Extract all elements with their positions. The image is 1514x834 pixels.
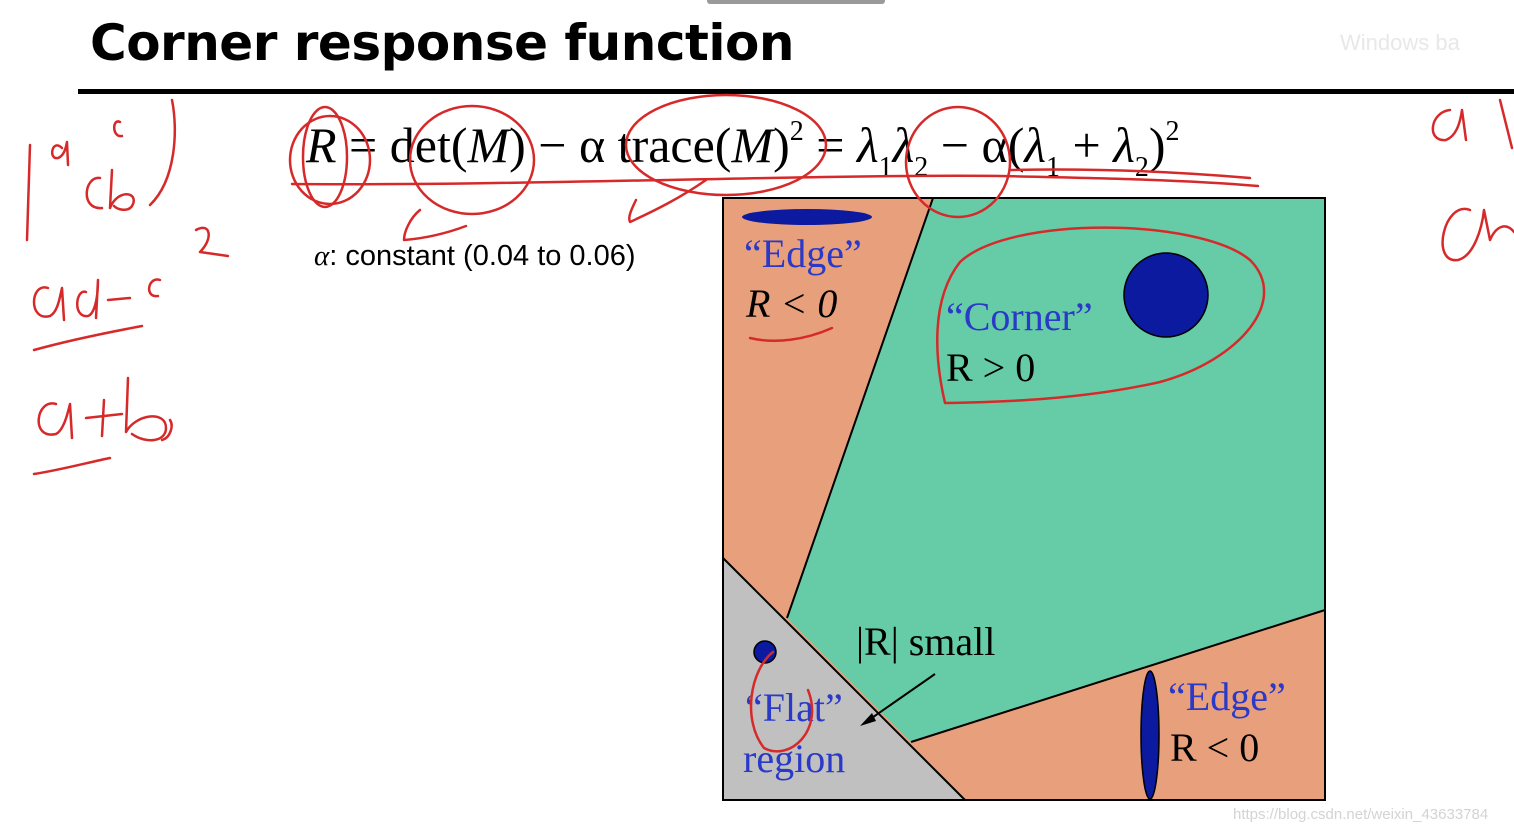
edge-bottom-label: “Edge” bbox=[1168, 674, 1286, 719]
ink-a-plus-b bbox=[37, 376, 173, 442]
formula-exp1: 2 bbox=[789, 116, 804, 147]
boundary-line-flat bbox=[722, 557, 966, 801]
ink-underline-r-lt-0 bbox=[748, 326, 834, 343]
edge-bottom-condition: R < 0 bbox=[1170, 725, 1260, 770]
edge-ellipse-vertical bbox=[1140, 670, 1160, 800]
alpha-constant-note: α: constant (0.04 to 0.06) bbox=[314, 240, 636, 273]
ink-circle-trace bbox=[624, 93, 828, 197]
corner-circle bbox=[1123, 252, 1209, 338]
top-scroll-indicator bbox=[707, 0, 885, 4]
ink-circle-lambda bbox=[904, 105, 1012, 219]
formula-sub1: 1 bbox=[878, 152, 893, 183]
formula-plus: + bbox=[1060, 117, 1114, 173]
ink-circle-r bbox=[301, 105, 349, 209]
formula-close: ) bbox=[773, 117, 790, 173]
r-small-arrow bbox=[865, 673, 936, 723]
lambda-space-diagram bbox=[722, 197, 1326, 801]
formula-sub2: 2 bbox=[914, 152, 929, 183]
ink-a bbox=[50, 140, 70, 167]
edge-top-label: “Edge” bbox=[744, 231, 862, 276]
flat-circle bbox=[753, 640, 777, 664]
ink-underline-formula bbox=[290, 174, 1260, 188]
corner-region bbox=[787, 198, 1325, 742]
formula-lambda4: λ bbox=[1113, 117, 1135, 173]
ink-underline-formula-2 bbox=[1008, 168, 1252, 180]
flat-label: “Flat” bbox=[745, 685, 843, 730]
r-small-label: |R| small bbox=[856, 619, 996, 664]
edge-ellipse-horizontal bbox=[742, 209, 872, 225]
csdn-watermark: https://blog.csdn.net/weixin_43633784 bbox=[1233, 806, 1489, 823]
ink-divider-2 bbox=[32, 456, 112, 476]
formula-trace: ) − α trace( bbox=[509, 117, 732, 173]
ink-right-alpha-2 bbox=[1441, 207, 1514, 262]
ink-tick-1 bbox=[402, 208, 468, 242]
formula-sub3: 1 bbox=[1046, 152, 1060, 183]
ink-matrix-bar-right bbox=[148, 98, 177, 207]
formula-sub4: 2 bbox=[1134, 152, 1149, 183]
formula-m2: M bbox=[731, 117, 774, 173]
alpha-text: : constant (0.04 to 0.06) bbox=[329, 240, 636, 272]
formula-r: R bbox=[306, 117, 337, 173]
formula-paren: ) bbox=[1148, 117, 1166, 173]
ink-corner-loop bbox=[936, 226, 1266, 405]
diagram-frame bbox=[722, 197, 1326, 801]
ink-circle-det bbox=[408, 104, 536, 216]
r-small-arrowhead bbox=[860, 713, 876, 726]
corner-condition: R > 0 bbox=[946, 345, 1036, 390]
ink-tick-2 bbox=[628, 178, 708, 224]
watermark-top-right: Windows ba bbox=[1340, 30, 1460, 55]
formula-lambda3: λ bbox=[1024, 117, 1046, 173]
ink-b bbox=[108, 168, 135, 211]
formula-exp2: 2 bbox=[1165, 116, 1180, 147]
ink-divider-1 bbox=[32, 324, 144, 352]
title-underline bbox=[78, 89, 1514, 94]
ink-circle-r2 bbox=[288, 114, 372, 206]
ink-c bbox=[85, 176, 104, 210]
edge-top-condition: R < 0 bbox=[746, 281, 838, 326]
ink-ad-minus-c2 bbox=[32, 226, 230, 322]
ink-right-alpha-1 bbox=[1431, 98, 1514, 150]
ink-flat-loop bbox=[749, 650, 814, 753]
boundary-line-right bbox=[910, 609, 1326, 743]
ink-matrix-bar-left bbox=[25, 143, 32, 242]
formula-lambda2: λ bbox=[892, 117, 915, 173]
formula-m1: M bbox=[467, 117, 510, 173]
corner-label: “Corner” bbox=[946, 294, 1093, 339]
formula-lambda1: λ bbox=[856, 117, 879, 173]
alpha-symbol: α bbox=[314, 240, 330, 272]
ink-b-small bbox=[113, 120, 124, 138]
boundary-line-left bbox=[786, 197, 934, 619]
slide-title: Corner response function bbox=[90, 14, 795, 72]
